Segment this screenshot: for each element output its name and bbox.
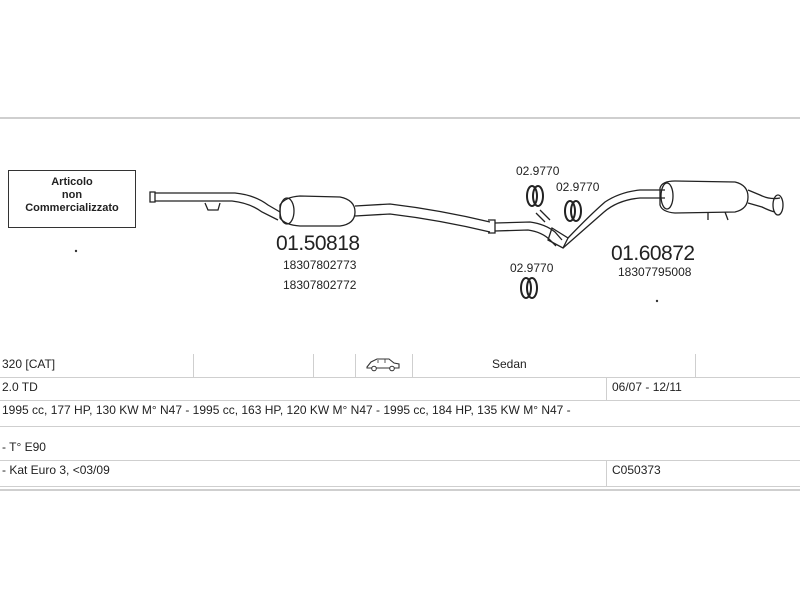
middle-silencer-drawing: [149, 191, 496, 234]
notice-line-3: Commercializzato: [25, 202, 119, 214]
ring-label-bottom: 02.9770: [510, 261, 554, 275]
table-row: 2.0 TD 06/07 - 12/11: [0, 377, 800, 401]
oem-number-left-2: 18307802772: [283, 278, 357, 292]
ring-bottom: [520, 277, 538, 299]
model-cell: 320 [CAT]: [2, 357, 56, 371]
sedan-car-icon: [365, 356, 401, 375]
ring-label-top-left: 02.9770: [516, 164, 560, 178]
years-cell: 06/07 - 12/11: [612, 380, 682, 394]
part-number-left: 01.50818: [276, 232, 360, 255]
rear-silencer-drawing: [494, 180, 784, 249]
table-row: 1995 cc, 177 HP, 130 KW M° N47 - 1995 cc…: [0, 400, 800, 427]
ring-top-right: [564, 200, 582, 222]
oem-number-right-1: 18307795008: [618, 265, 692, 279]
specs-cell: 1995 cc, 177 HP, 130 KW M° N47 - 1995 cc…: [2, 403, 571, 417]
kat-cell: - Kat Euro 3, <03/09: [2, 463, 110, 477]
table-row: - Kat Euro 3, <03/09 C050373: [0, 460, 800, 487]
table-row: 320 [CAT] Sedan: [0, 354, 800, 378]
ring-top-left: [526, 185, 544, 207]
part-number-right: 01.60872: [611, 242, 695, 265]
notice-line-2: non: [61, 189, 83, 201]
ring-label-top-right: 02.9770: [556, 180, 600, 194]
type-cell: - T° E90: [2, 440, 46, 454]
table-row: - T° E90: [0, 426, 800, 461]
body-type-cell: Sedan: [492, 357, 527, 371]
diagram-frame: [0, 117, 800, 491]
oem-number-left-1: 18307802773: [283, 258, 357, 272]
notice-line-1: Articolo: [51, 176, 93, 188]
not-sold-notice: Articolo non Commercializzato: [8, 170, 136, 228]
engine-cell: 2.0 TD: [2, 380, 38, 394]
code-cell: C050373: [612, 463, 661, 477]
